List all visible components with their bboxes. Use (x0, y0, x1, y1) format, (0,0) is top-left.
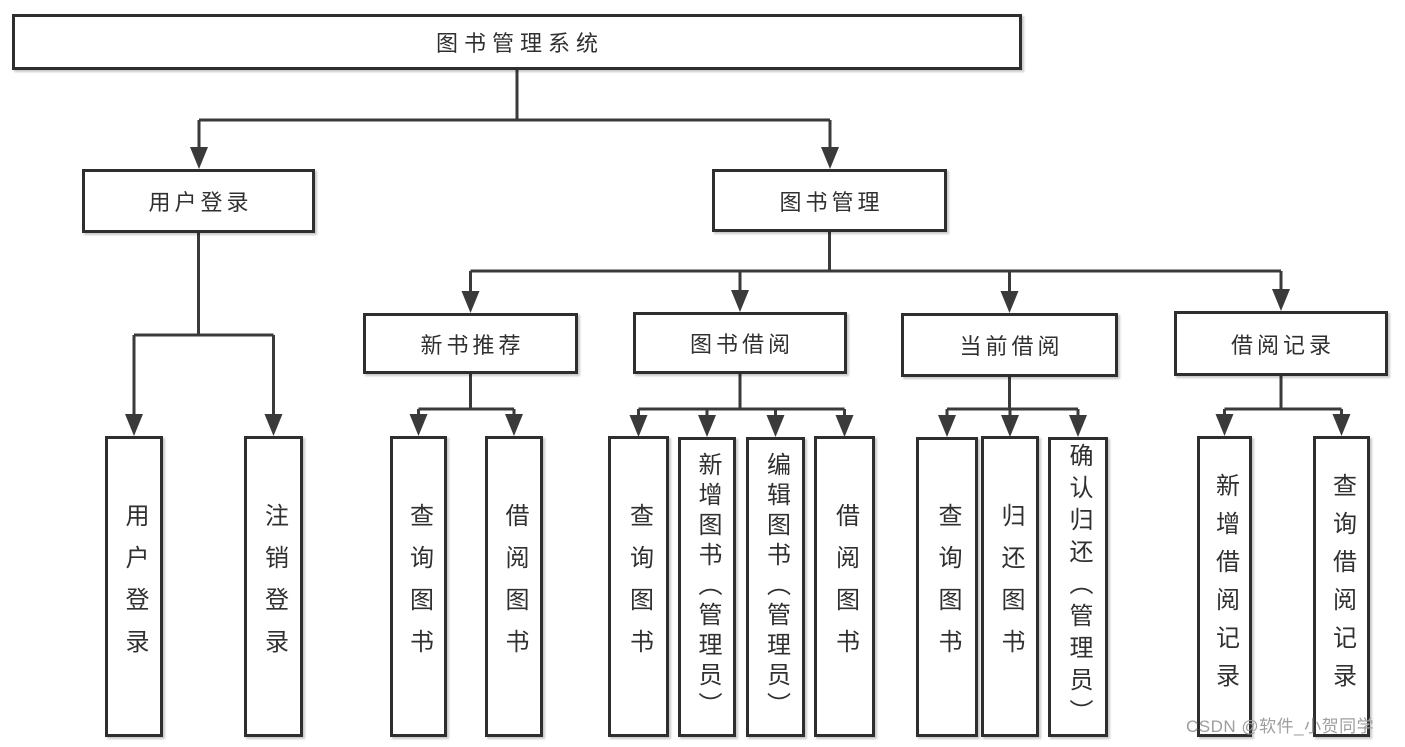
arrowhead (1332, 414, 1351, 436)
leaf-label: 编辑图书（管理员） (762, 452, 790, 722)
leaf-label: 注销登录 (260, 502, 288, 671)
edge-root-to-level2 (197, 70, 832, 150)
leaf-borrow-books: 借阅图书 (814, 436, 875, 737)
leaf-query-books-current: 查询图书 (916, 437, 978, 737)
leaf-query-books-borrow: 查询图书 (608, 436, 669, 737)
node-label: 图书借阅 (689, 332, 794, 357)
node-label: 图书管理 (779, 189, 884, 215)
edge-borrecord-to-leaves (1223, 376, 1343, 418)
arrowhead (1000, 291, 1019, 313)
node-new-book-recommend: 新书推荐 (363, 313, 578, 374)
node-label: 借阅记录 (1230, 332, 1335, 358)
arrowhead (835, 415, 854, 437)
leaf-borrow-books-recommend: 借阅图书 (485, 436, 543, 737)
arrowhead (505, 414, 523, 436)
arrowhead (938, 415, 956, 437)
leaf-edit-books-admin: 编辑图书（管理员） (746, 437, 805, 737)
arrowhead (190, 147, 208, 169)
arrowhead (629, 415, 648, 437)
arrowhead (821, 147, 839, 169)
node-book-borrowing: 图书借阅 (633, 312, 847, 374)
arrowhead (1001, 415, 1019, 437)
arrowhead (731, 290, 749, 312)
arrowhead (125, 414, 143, 436)
node-label: 新书推荐 (420, 332, 525, 358)
edge-newrec-to-leaves (417, 374, 516, 418)
node-book-management: 图书管理 (712, 169, 947, 232)
node-user-login: 用户登录 (82, 169, 315, 233)
leaf-label: 新增图书（管理员） (694, 452, 721, 722)
leaf-user-login: 用户登录 (105, 436, 163, 737)
csdn-watermark: CSDN @软件_小贺同学 (1186, 717, 1375, 736)
leaf-label: 确认归还（管理员） (1065, 443, 1092, 731)
arrowhead (766, 415, 785, 437)
leaf-return-books: 归还图书 (981, 436, 1039, 737)
leaf-confirm-return-admin: 确认归还（管理员） (1048, 437, 1108, 737)
edge-bookborrow-to-leaves (637, 374, 846, 419)
node-current-borrowing: 当前借阅 (901, 313, 1118, 377)
leaf-label: 借阅图书 (831, 502, 859, 671)
node-library-management-system: 图书管理系统 (12, 14, 1022, 70)
arrowhead (1069, 415, 1087, 437)
arrowhead (409, 414, 428, 436)
leaf-label: 查询图书 (934, 503, 961, 671)
node-label: 用户登录 (148, 190, 253, 215)
arrowhead (698, 415, 716, 437)
edge-curborrow-to-leaves (945, 377, 1080, 419)
node-label: 图书管理系统 (435, 31, 604, 56)
leaf-label: 查询图书 (625, 502, 653, 671)
edge-userlogin-to-leaves (132, 233, 275, 418)
edge-bookmgmt-to-level3 (469, 232, 1283, 294)
leaf-label: 查询借阅记录 (1328, 472, 1356, 701)
leaf-add-borrow-record: 新增借阅记录 (1197, 436, 1252, 737)
leaf-add-books-admin: 新增图书（管理员） (678, 437, 736, 737)
leaf-label: 用户登录 (121, 502, 148, 671)
node-label: 当前借阅 (959, 334, 1064, 359)
arrowhead (264, 414, 283, 436)
leaf-query-borrow-record: 查询借阅记录 (1313, 436, 1370, 737)
leaf-label: 归还图书 (997, 502, 1024, 671)
leaf-label: 新增借阅记录 (1211, 472, 1239, 701)
arrowhead (1272, 289, 1290, 311)
leaf-label: 借阅图书 (501, 502, 528, 671)
leaf-query-books-recommend: 查询图书 (390, 436, 447, 737)
arrowhead (461, 291, 480, 313)
leaf-logout: 注销登录 (244, 436, 303, 737)
node-borrowing-records: 借阅记录 (1174, 311, 1388, 376)
arrowhead (1215, 414, 1234, 436)
leaf-label: 查询图书 (405, 502, 433, 671)
